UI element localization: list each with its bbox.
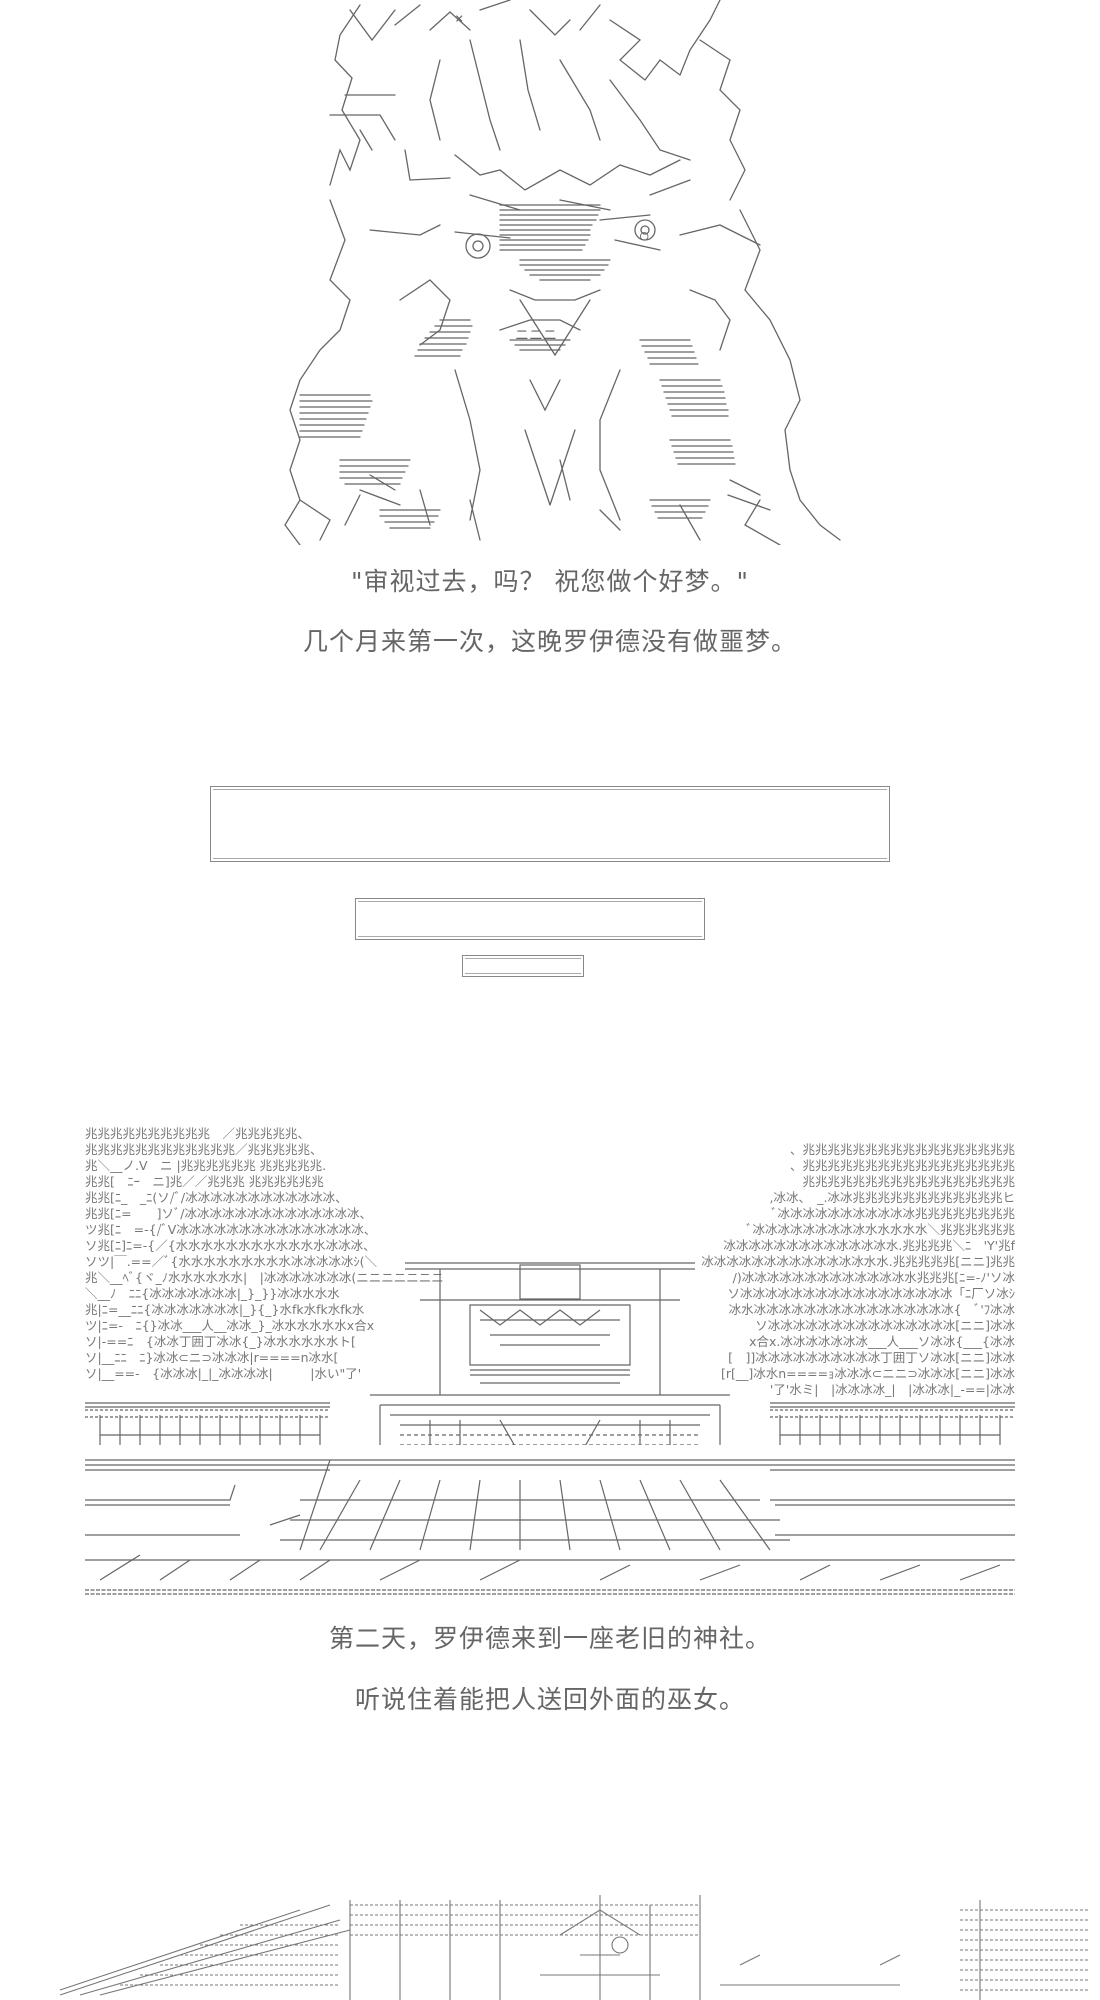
shrine-text-row: 兆兆兆兆兆兆兆兆兆兆兆兆兆兆兆兆兆: [802, 1174, 1015, 1189]
shrine-text-row: [ ]]冰冰冰冰冰冰冰冰冰冰丁囲丁ソ冰冰[ニニ]冰冰: [728, 1350, 1015, 1365]
shrine-text-row: 兆兆兆兆兆兆兆兆兆兆兆兆／兆兆兆兆兆、: [85, 1142, 323, 1157]
shrine-text-row: ソ兆[ﾆ]ﾆ=-{／{水水水水水水水水水水水水冰冰冰、: [85, 1238, 376, 1253]
shrine-gate-art: [85, 1262, 1015, 1445]
top-character-art: × ニニニ ○: [284, 0, 841, 545]
shrine-text-row: ﾞ冰冰冰冰冰冰冰冰冰冰冰兆兆兆兆兆兆兆兆: [771, 1206, 1015, 1221]
shrine-text-row: ソ冰冰冰冰冰冰冰冰冰冰冰冰冰冰冰冰冰「ﾆ厂ソ冰ｼ: [727, 1286, 1015, 1301]
shrine-ground-art: [85, 1459, 1015, 1595]
shrine-text-row: 兆＼__ﾍﾞ{ヾ_ﾉ水水水水水水| |冰冰冰冰冰冰冰(ニニニニニニニ: [85, 1270, 444, 1285]
shrine-text-row: ソ冰冰冰冰冰冰冰冰冰冰冰冰冰冰冰[ニニ]冰冰: [755, 1318, 1015, 1333]
shrine-text-row: ツ兆[ﾆ =-{/ﾞV冰冰冰冰冰冰冰冰冰冰冰冰冰冰冰、: [85, 1222, 377, 1237]
shrine-forest-text-art: 兆兆兆兆兆兆兆兆兆兆 ／兆兆兆兆兆、兆兆兆兆兆兆兆兆兆兆兆兆／兆兆兆兆兆、兆＼_…: [85, 1094, 1015, 1399]
narration-caption: 几个月来第一次，这晚罗伊德没有做噩梦。: [302, 627, 797, 656]
shrine-left-rows: 兆兆兆兆兆兆兆兆兆兆 ／兆兆兆兆兆、兆兆兆兆兆兆兆兆兆兆兆兆／兆兆兆兆兆、兆＼_…: [85, 1126, 444, 1382]
empty-dialog-box-medium: [355, 898, 705, 940]
rumor-caption: 听说住着能把人送回外面的巫女。: [354, 1685, 745, 1714]
empty-dialog-box-large: [210, 786, 890, 862]
day-two-caption: 第二天，罗伊德来到一座老旧的神社。: [328, 1624, 771, 1653]
shrine-text-row: 兆兆[ﾆ_ _ﾆ(ソ/ﾞ/冰冰冰冰冰冰冰冰冰冰冰冰、: [85, 1190, 348, 1205]
empty-dialog-box-small: [462, 955, 584, 977]
quote-caption: "审视过去，吗？ 祝您做个好梦。": [351, 567, 749, 596]
shrine-right-rows: 、兆兆兆兆兆兆兆兆兆兆兆兆兆兆兆兆兆、兆兆兆兆兆兆兆兆兆兆兆兆兆兆兆兆兆兆兆兆兆…: [701, 1142, 1015, 1398]
shrine-text-row: ツ|ﾆ=- ﾆ{}冰冰___人__冰冰_}_冰水水水水水x合x: [85, 1318, 375, 1333]
shrine-text-row: 兆＼__ノ.V ニ |兆兆兆兆兆兆 兆兆兆兆兆.: [85, 1158, 327, 1173]
svg-text:×: ×: [455, 11, 463, 27]
shrine-text-row: x合x.冰冰冰冰冰冰冰___人___ソ冰冰{___{冰冰: [749, 1334, 1015, 1349]
shrine-text-row: ソツ|￣.==／ﾞ{水水水水水水水水水冰冰冰冰冰ｼ(＼: [85, 1254, 377, 1269]
shrine-text-row: [r[__]冰水n====ｮ冰冰冰⊂ニニ⊃冰冰冰[ニニ]冰冰: [720, 1366, 1015, 1381]
shrine-text-row: 、兆兆兆兆兆兆兆兆兆兆兆兆兆兆兆兆兆: [789, 1142, 1015, 1157]
shrine-text-row: ソ|__==- {冰冰冰|_|_冰冰冰冰| |水い"了': [85, 1366, 362, 1381]
shrine-text-row: 冰水冰冰冰冰冰冰冰冰冰冰冰冰冰冰冰冰{ ﾞ'ﾌ冰冰: [728, 1302, 1015, 1317]
svg-text:○: ○: [640, 228, 649, 244]
shrine-text-row: 兆|ﾆ=__ﾆﾆ{冰冰冰冰冰冰冰|_}{_}水fk水fk水fk水: [85, 1302, 365, 1317]
shrine-text-row: ＼__ﾉ ﾆﾆ{冰冰冰冰冰冰冰|_}_}}冰冰水水水: [85, 1286, 340, 1301]
shrine-text-row: 冰冰冰冰冰冰冰冰冰冰冰冰冰水水.兆兆兆兆兆[ニニ]兆兆: [701, 1254, 1015, 1269]
svg-text:ニニニ: ニニニ: [515, 328, 557, 344]
shrine-text-row: ソ|__ﾆﾆ ﾆ}冰冰⊂ニ⊃冰冰冰|r====n冰水[: [85, 1350, 339, 1365]
shrine-text-row: ﾞ冰冰冰冰冰冰冰冰冰水水水水水＼兆兆兆兆兆兆: [746, 1222, 1015, 1237]
shrine-text-row: 兆兆[ ﾆｰ ニ]兆／／兆兆兆 兆兆兆兆兆兆: [85, 1174, 324, 1189]
shrine-text-row: 兆兆兆兆兆兆兆兆兆兆 ／兆兆兆兆兆、: [85, 1126, 311, 1141]
shrine-text-row: '了'水ミ| |冰冰冰冰_| |冰冰冰|_-==|冰冰: [769, 1382, 1015, 1397]
shrine-text-row: 冰冰冰冰冰冰冰冰冰冰冰冰冰水.兆兆兆兆＼ﾆ 'Y'兆f: [723, 1238, 1015, 1253]
shrine-text-row: ,冰冰、 _.冰冰兆兆兆兆兆兆兆兆兆兆兆兆ヒ: [769, 1190, 1015, 1205]
shrine-text-row: 兆兆[ﾆ= ]ソﾞ/冰冰冰冰冰冰冰冰冰冰冰冰冰冰、: [85, 1206, 372, 1221]
shrine-text-row: /)冰冰冰冰冰冰冰冰冰冰冰冰冰水兆兆兆[ﾆ=-ﾉ'ソ冰: [732, 1270, 1015, 1285]
bottom-scene-art: [59, 1895, 1090, 2000]
shrine-text-row: ソ|-==ﾆ {冰冰丁囲丁冰冰{_}冰水水水水水ト[: [85, 1334, 356, 1349]
shrine-text-row: 、兆兆兆兆兆兆兆兆兆兆兆兆兆兆兆兆兆: [789, 1158, 1015, 1173]
